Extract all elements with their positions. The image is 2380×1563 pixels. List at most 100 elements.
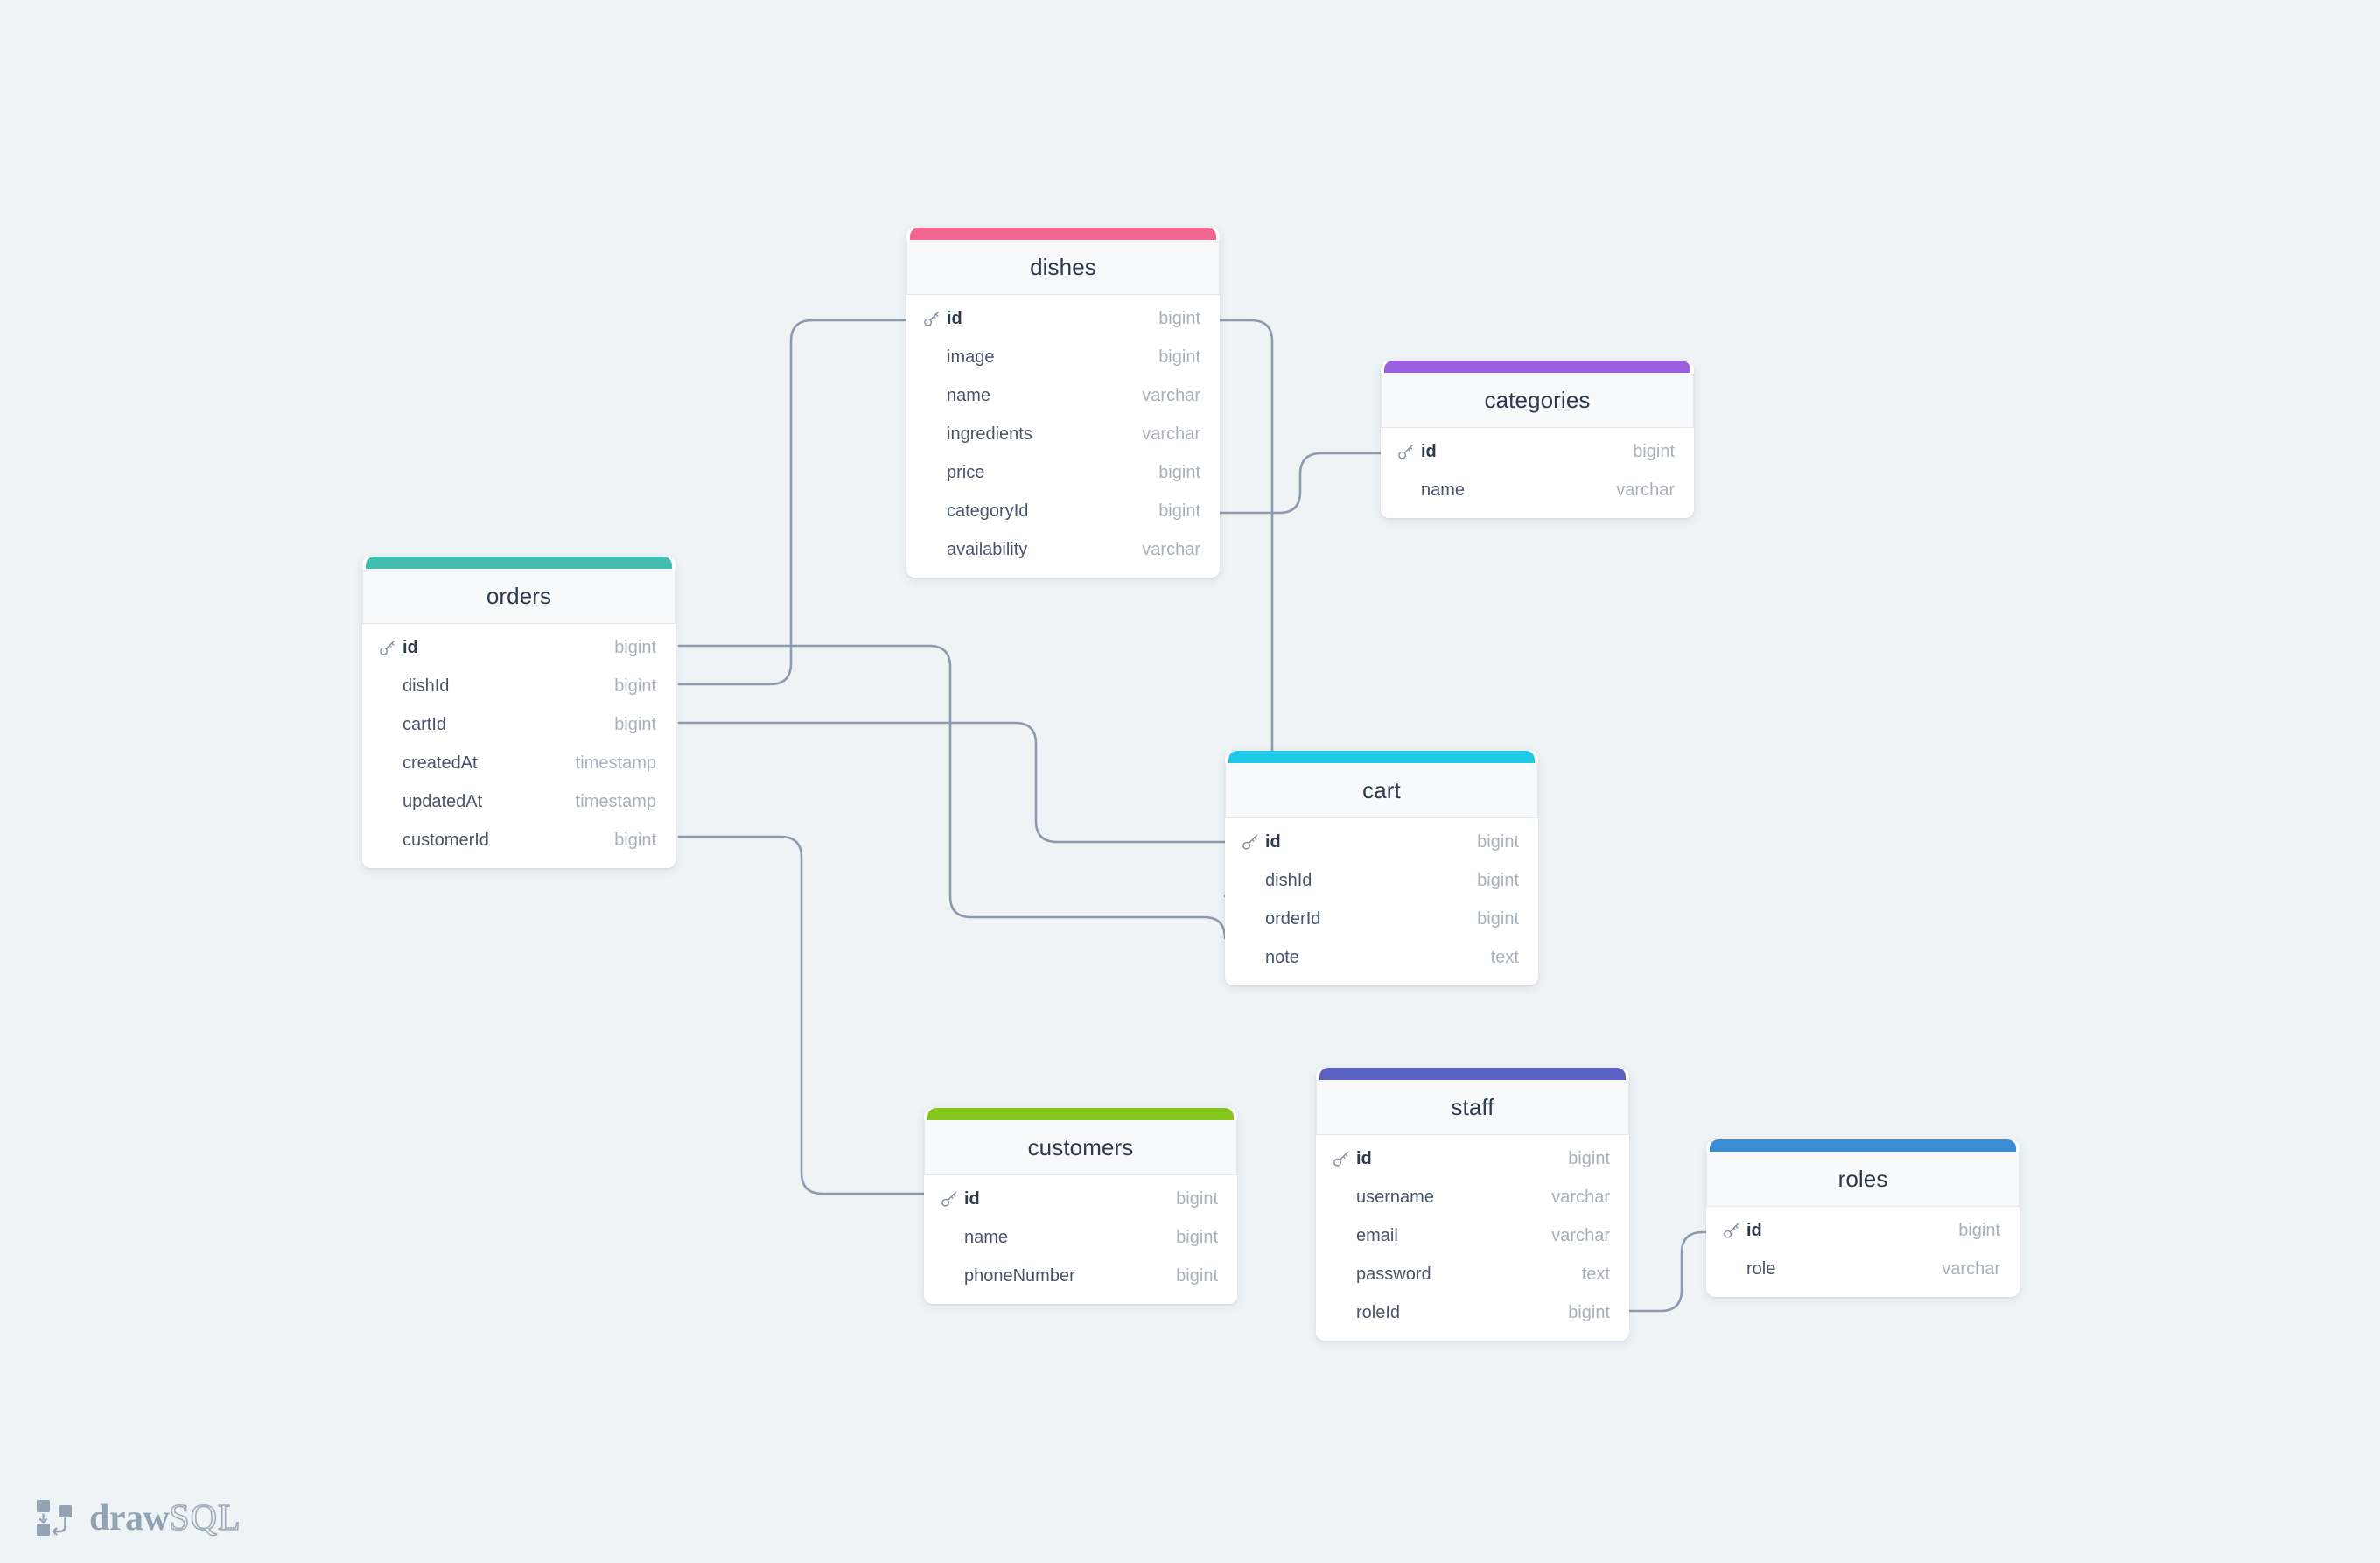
column-name-cell: password (1332, 1265, 1432, 1285)
column-type: bigint (1176, 1227, 1218, 1247)
column-type: bigint (1477, 870, 1519, 890)
column-type: bigint (614, 714, 656, 734)
table-column-row[interactable]: image bigint (906, 338, 1220, 376)
column-name-cell: name (922, 386, 990, 406)
table-header-categories[interactable]: categories (1381, 373, 1694, 428)
primary-key-icon (1334, 1151, 1349, 1167)
table-column-row[interactable]: updatedAt timestamp (362, 782, 676, 821)
edge-orders-id-to-cart-orderId (677, 644, 1227, 940)
edge-orders-dishId-to-dishes-id (677, 319, 908, 686)
column-name-cell: id (1332, 1149, 1372, 1169)
table-column-row[interactable]: ingredients varchar (906, 415, 1220, 453)
table-column-row[interactable]: categoryId bigint (906, 492, 1220, 530)
column-name-cell: price (922, 463, 984, 483)
table-header-customers[interactable]: customers (924, 1120, 1237, 1175)
column-type: bigint (1158, 308, 1200, 328)
column-name: updatedAt (402, 791, 483, 811)
primary-key-icon (380, 640, 396, 655)
table-column-row[interactable]: name varchar (906, 376, 1220, 415)
edge-orders-cartId-to-cart-id (677, 721, 1227, 844)
column-name-cell: updatedAt (378, 792, 482, 812)
table-column-row[interactable]: id bigint (1706, 1211, 2020, 1250)
column-name: orderId (1265, 908, 1321, 929)
column-name: name (1421, 480, 1466, 500)
column-type: varchar (1142, 424, 1200, 444)
table-column-row[interactable]: price bigint (906, 453, 1220, 492)
column-type: bigint (1568, 1302, 1610, 1322)
column-type: text (1581, 1264, 1610, 1284)
table-title: dishes (1030, 253, 1096, 280)
column-type: timestamp (575, 753, 656, 773)
logo-sql-text: SQL (169, 1498, 242, 1538)
column-name: username (1356, 1187, 1434, 1207)
table-header-dishes[interactable]: dishes (906, 240, 1220, 295)
column-name: ingredients (947, 424, 1032, 444)
table-column-row[interactable]: id bigint (906, 299, 1220, 338)
table-header-cart[interactable]: cart (1225, 763, 1538, 818)
column-name: roleId (1356, 1302, 1401, 1322)
column-type: bigint (1158, 347, 1200, 367)
column-name-cell: id (940, 1189, 980, 1209)
column-name-cell: image (922, 347, 994, 368)
column-name: email (1356, 1225, 1398, 1245)
edge-staff-roleId-to-roles-id (1628, 1230, 1708, 1313)
column-name: id (1746, 1220, 1762, 1240)
column-name-cell: orderId (1241, 909, 1320, 929)
column-type: bigint (1958, 1220, 2000, 1240)
column-name-cell: id (378, 638, 418, 658)
column-name: id (947, 308, 962, 328)
column-type: bigint (1158, 462, 1200, 482)
column-type: bigint (1158, 501, 1200, 521)
column-name-cell: id (922, 309, 962, 329)
table-accent-bar-categories (1384, 361, 1690, 373)
column-name: price (947, 462, 985, 482)
table-header-staff[interactable]: staff (1316, 1080, 1629, 1135)
column-name-cell: email (1332, 1226, 1398, 1246)
table-column-row[interactable]: roleId bigint (1316, 1293, 1629, 1332)
column-name: id (1265, 831, 1281, 852)
column-name: id (1421, 441, 1437, 461)
table-header-roles[interactable]: roles (1706, 1152, 2020, 1207)
primary-key-icon (1398, 444, 1414, 459)
table-column-row[interactable]: name bigint (924, 1218, 1237, 1257)
column-name: availability (947, 539, 1028, 559)
column-name-cell: name (940, 1228, 1008, 1248)
logo-draw-text: draw (89, 1498, 170, 1538)
column-name-cell: categoryId (922, 501, 1028, 522)
table-header-orders[interactable]: orders (362, 569, 676, 624)
column-type: varchar (1142, 385, 1200, 405)
column-type: timestamp (575, 791, 656, 811)
table-column-row[interactable]: password text (1316, 1255, 1629, 1293)
column-name-cell: roleId (1332, 1303, 1400, 1323)
table-accent-bar-staff (1320, 1068, 1626, 1080)
